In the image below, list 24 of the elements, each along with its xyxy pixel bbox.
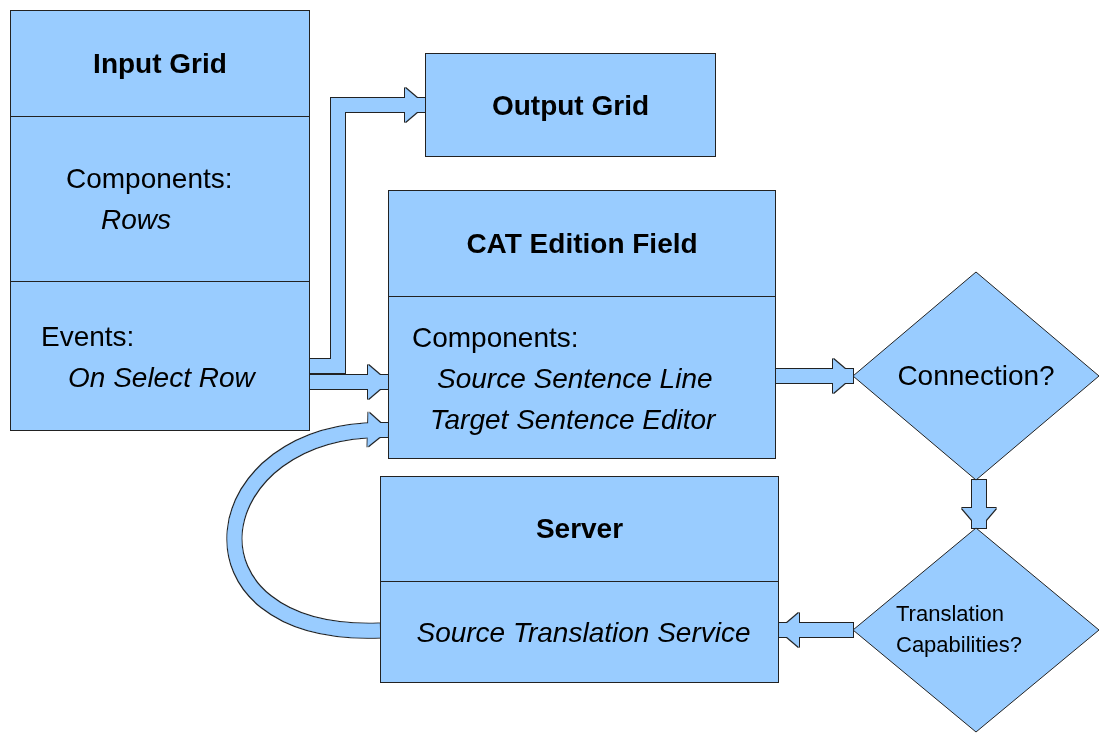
- box-heading: Server: [535, 513, 624, 545]
- block-arrow: [310, 88, 425, 373]
- item-text: Source Translation Service: [416, 615, 751, 650]
- block-arrow: [310, 365, 388, 399]
- section-label: Components:: [412, 320, 579, 355]
- process-box: [388, 190, 776, 459]
- process-box: [425, 53, 716, 157]
- item-text: On Select Row: [68, 360, 255, 395]
- section-label: Components:: [66, 162, 233, 196]
- box-heading: CAT Edition Field: [466, 227, 698, 260]
- block-arrow: [779, 613, 853, 647]
- decision-text: Connection?: [897, 359, 1055, 394]
- decision-text: Translation Capabilities?: [896, 600, 1023, 659]
- section-label: Events:: [41, 319, 135, 354]
- block-arrow: [776, 359, 853, 393]
- item-text: Source Sentence Line: [437, 361, 713, 396]
- item-text: Rows: [101, 203, 171, 237]
- item-text: Target Sentence Editor: [430, 402, 716, 437]
- box-heading: Input Grid: [93, 47, 227, 80]
- process-box: [10, 10, 310, 431]
- box-heading: Output Grid: [491, 90, 650, 122]
- block-arrow: [962, 480, 996, 528]
- block-arrow: [227, 414, 389, 638]
- process-box: [380, 476, 779, 683]
